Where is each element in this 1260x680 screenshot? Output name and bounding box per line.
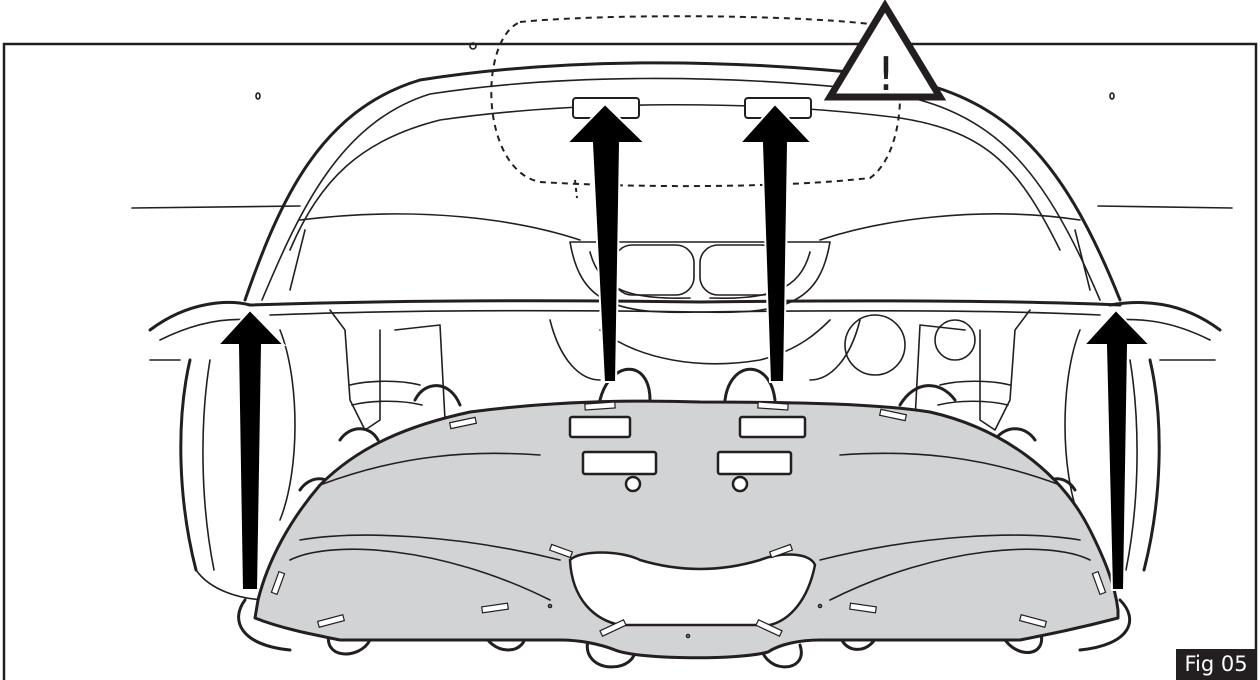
rear-deck-panel	[253, 399, 1120, 660]
warning-symbol: !	[877, 47, 895, 101]
vehicle-body	[131, 42, 1233, 601]
warning-triangle-icon: !	[823, 0, 947, 101]
lift-arrow-center-right-icon	[737, 102, 815, 383]
figure-frame	[2, 42, 1258, 680]
figure-label: Fig 05	[1176, 649, 1256, 680]
lift-arrow-center-left-icon	[564, 102, 648, 383]
lift-arrow-left-icon	[215, 308, 287, 591]
lift-arrow-right-icon	[1081, 308, 1153, 591]
caution-area-outline	[490, 15, 901, 188]
lift-arrow-icon	[215, 102, 1153, 591]
